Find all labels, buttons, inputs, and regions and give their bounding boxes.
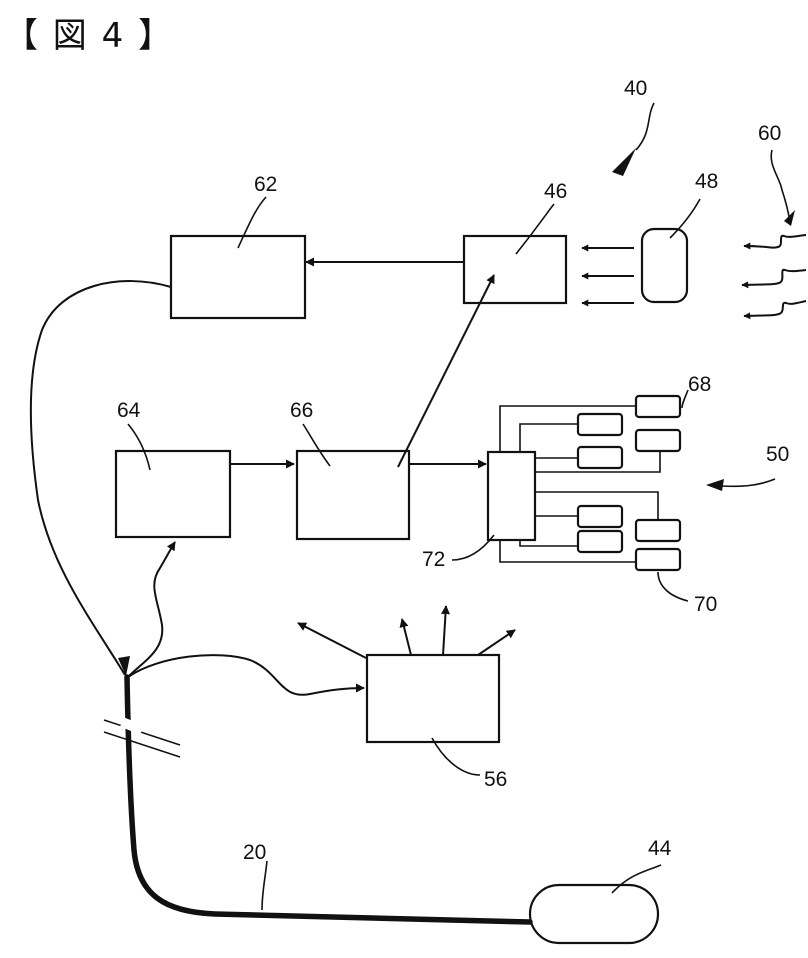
ref-68: 68 bbox=[688, 373, 711, 396]
break-gap bbox=[122, 722, 142, 730]
block-62 bbox=[171, 236, 305, 318]
ref-40: 40 bbox=[624, 77, 647, 100]
cell-68 bbox=[636, 396, 680, 417]
ref-62: 62 bbox=[254, 173, 277, 196]
out-arrow-56-d bbox=[478, 630, 515, 655]
ref-48: 48 bbox=[695, 170, 718, 193]
cell-f bbox=[578, 531, 622, 552]
arrow-to-64 bbox=[128, 542, 175, 677]
leader-40-arrowhead bbox=[612, 148, 636, 176]
arrow-66-to-46 bbox=[398, 275, 494, 467]
ref-64: 64 bbox=[117, 399, 141, 422]
ref-60: 60 bbox=[758, 122, 781, 145]
ref-44: 44 bbox=[648, 837, 672, 860]
arrow-to-56 bbox=[128, 655, 364, 695]
leader-50-arrowhead bbox=[706, 479, 724, 491]
block-64 bbox=[116, 451, 230, 537]
ref-56: 56 bbox=[484, 768, 507, 791]
leader-60-arrowhead bbox=[784, 210, 795, 226]
cell-70 bbox=[636, 549, 680, 570]
wave-arrow-1 bbox=[744, 235, 806, 248]
cell-e bbox=[636, 520, 680, 541]
block-48 bbox=[642, 229, 687, 302]
ref-72: 72 bbox=[422, 548, 445, 571]
block-66 bbox=[297, 451, 409, 539]
out-arrow-56-a bbox=[298, 623, 366, 658]
break-mark-1 bbox=[104, 720, 180, 745]
ref-66: 66 bbox=[290, 399, 313, 422]
ref-50: 50 bbox=[766, 443, 789, 466]
block-44 bbox=[530, 885, 658, 943]
wave-arrow-3 bbox=[744, 301, 806, 316]
cell-c bbox=[578, 447, 622, 468]
block-56 bbox=[367, 655, 499, 742]
block-46 bbox=[464, 236, 566, 303]
ref-20: 20 bbox=[243, 841, 266, 864]
cell-b bbox=[636, 430, 680, 451]
cell-d bbox=[578, 506, 622, 527]
ref-46: 46 bbox=[544, 180, 567, 203]
cell-a bbox=[578, 414, 622, 435]
break-mark-2 bbox=[104, 732, 180, 757]
out-arrow-56-c bbox=[443, 606, 446, 655]
ref-70: 70 bbox=[694, 593, 717, 616]
wave-arrow-2 bbox=[742, 270, 806, 285]
out-arrow-56-b bbox=[402, 619, 411, 655]
block-72 bbox=[488, 452, 535, 540]
